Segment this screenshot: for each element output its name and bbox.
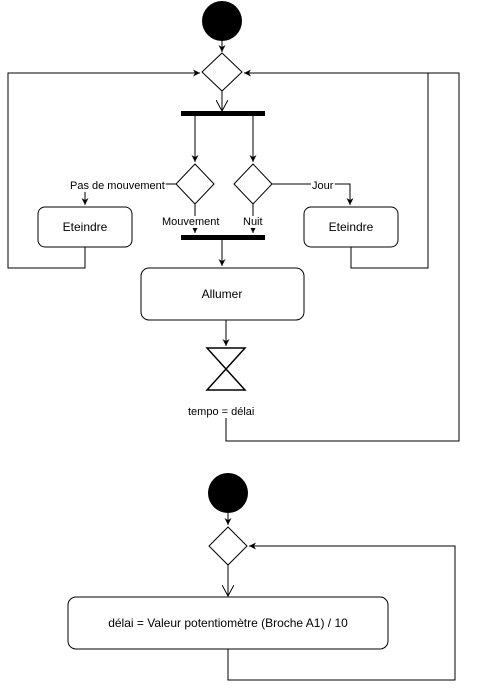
action-eteindre-right-label: Eteindre [329,220,374,234]
label-jour: Jour [312,180,334,192]
label-background [69,180,166,192]
action-allumer-label: Allumer [202,287,243,301]
label-background [161,216,221,228]
timer-hourglass [205,347,247,391]
label-tempo: tempo = délai [188,406,254,418]
action-delai-label: délai = Valeur potentiomètre (Broche A1)… [108,616,348,630]
decision-motion [175,163,215,205]
action-allumer [140,267,305,321]
label-background [187,406,256,418]
initial-node [202,1,242,41]
edge-day [272,183,354,205]
action-eteindre-left-label: Eteindre [63,220,108,234]
diagram-secondary: délai = Valeur potentiomètre (Broche A1)… [67,473,456,681]
label-background [242,216,264,228]
merge-node-top [201,52,243,92]
label-nuit: Nuit [243,216,263,228]
edge-loop-left [7,69,200,269]
fork-bar [181,111,265,116]
diagram-main: Pas de mouvement Jour Mouvement Nuit Ete… [7,1,460,442]
edge-loop-2 [227,542,456,681]
decision-light [233,163,273,205]
label-mouvement: Mouvement [162,216,219,228]
join-bar [181,235,265,240]
label-pas-de-mouvement: Pas de mouvement [70,180,165,192]
initial-node-2 [208,473,248,513]
label-background [311,180,335,192]
merge-node-2 [208,526,248,566]
edge-timer-loop [225,72,460,442]
